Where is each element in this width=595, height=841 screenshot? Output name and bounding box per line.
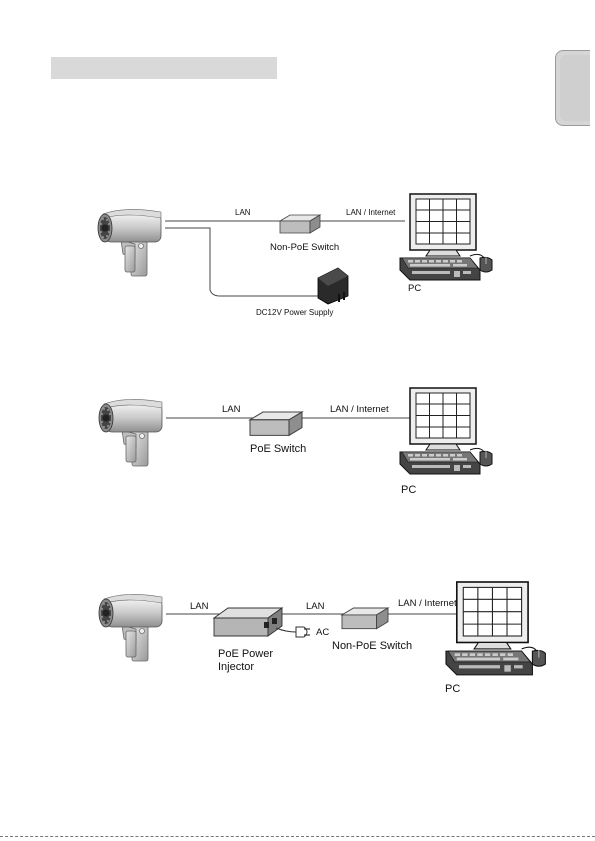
- lan-label-1: LAN: [190, 601, 208, 612]
- diagram-2: [99, 388, 492, 474]
- pc-label: PC: [408, 283, 421, 294]
- lan-label: LAN: [235, 208, 251, 217]
- poe-injector-icon: [214, 608, 282, 636]
- camera-icon: [98, 209, 161, 276]
- pc-icon: [400, 194, 492, 280]
- page-bottom-edge: [0, 836, 595, 838]
- ac-label: AC: [316, 627, 329, 638]
- camera-icon: [99, 594, 162, 661]
- pc-icon: [400, 388, 492, 474]
- switch-icon: [280, 215, 320, 233]
- camera-icon: [99, 399, 162, 466]
- pc-icon: [446, 582, 545, 675]
- power-cable: [165, 228, 318, 296]
- power-supply-label: DC12V Power Supply: [256, 308, 333, 317]
- injector-label-line2: Injector: [218, 661, 254, 673]
- switch-label: Non-PoE Switch: [332, 640, 412, 652]
- non-poe-switch-icon: [342, 608, 388, 629]
- poe-switch-label: PoE Switch: [250, 443, 306, 455]
- lan-internet-label: LAN / Internet: [330, 404, 389, 415]
- poe-switch-icon: [250, 412, 302, 435]
- lan-internet-label: LAN / Internet: [346, 208, 395, 217]
- lan-internet-label: LAN / Internet: [398, 598, 457, 609]
- lan-label-2: LAN: [306, 601, 324, 612]
- pc-label: PC: [445, 683, 460, 695]
- switch-label: Non-PoE Switch: [270, 242, 339, 253]
- lan-label: LAN: [222, 404, 240, 415]
- ac-plug-icon: [276, 627, 310, 637]
- pc-label: PC: [401, 484, 416, 496]
- injector-label-line1: PoE Power: [218, 648, 273, 660]
- power-adapter-icon: [318, 268, 348, 304]
